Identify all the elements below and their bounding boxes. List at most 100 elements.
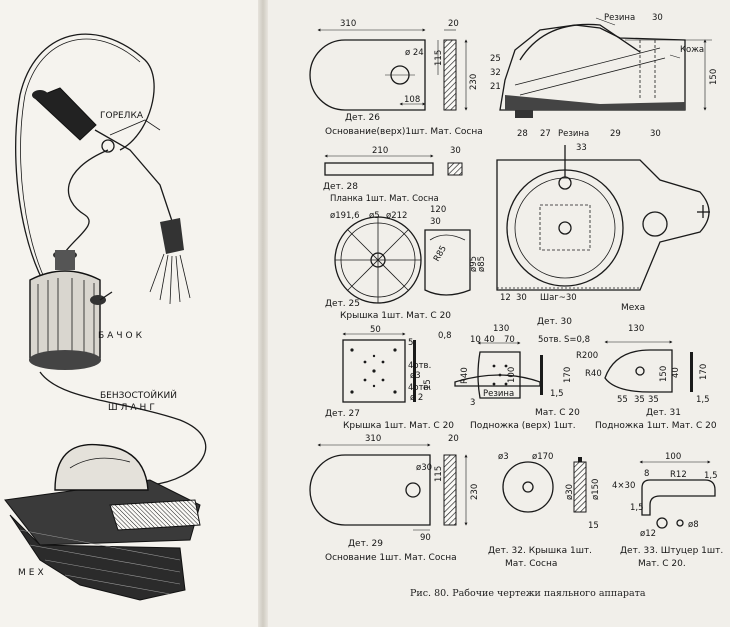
det27-dim-15: 15 — [423, 379, 433, 390]
det31-drawing: 130 R40 55 35 35 150 40 170 1,5 Дет. 31 … — [585, 324, 717, 431]
assembly-dim-32: 32 — [490, 68, 501, 78]
det31-dim-35a: 35 — [634, 395, 645, 405]
det25-d5: ø5 — [369, 211, 380, 221]
det31-r40: R40 — [585, 369, 602, 379]
det27-d3: ø3 — [410, 371, 421, 381]
det32-d150: ø150 — [591, 479, 601, 500]
assembly-kozha: Кожа — [680, 45, 704, 55]
det27-drawing: 50 0,8 5 4отв. ø3 4отв. ø 2 15 Дет. 27 К… — [325, 325, 454, 431]
det30-drawing: 33 12 30 Шаг~30 Меха Дет. 30 — [496, 143, 710, 327]
det29-dim-20: 20 — [448, 434, 459, 444]
podn-top-dim-3: 3 — [470, 398, 475, 408]
det25-d95: ø95 — [469, 256, 479, 272]
det29-dim-230: 230 — [470, 484, 480, 500]
det33-dim-100: 100 — [665, 452, 681, 462]
assembly-dim-30-top: 30 — [652, 13, 663, 23]
det25-d85: ø85 — [477, 256, 487, 272]
det32-d170: ø170 — [532, 452, 553, 462]
det26-dim-20: 20 — [448, 19, 459, 29]
det27-holes-b: 4отв. — [408, 383, 431, 393]
det25-d212: ø212 — [386, 211, 407, 221]
det25-label: Дет. 25 — [325, 299, 360, 309]
det33-r12: R12 — [670, 470, 687, 480]
podn-top-holes: 5отв. S=0,8 — [538, 335, 590, 345]
det26-dim-230: 230 — [469, 74, 479, 90]
det31-dim-150: 150 — [659, 366, 669, 382]
assembly-part-27: 27 — [540, 129, 551, 139]
det31-label: Дет. 31 — [646, 408, 681, 418]
podn-top-dim-15: 1,5 — [550, 389, 564, 399]
det32-d3: ø3 — [498, 452, 509, 462]
soldering-apparatus-illustration: ГОРЕЛКА БАЧОК БЕНЗОСТОЙКИЙ ШЛАНГ МЕХ — [4, 33, 207, 601]
det32-title: Дет. 32. Крышка 1шт. — [488, 546, 592, 556]
det32-dim-15: 15 — [588, 521, 599, 531]
hose-label-line1: БЕНЗОСТОЙКИЙ — [100, 389, 177, 401]
assembly-part-30: 30 — [650, 129, 661, 139]
assembly-part-29: 29 — [610, 129, 621, 139]
podn-top-material: Мат. С 20 — [535, 408, 580, 418]
det33-title: Дет. 33. Штуцер 1шт. — [620, 546, 723, 556]
assembly-dim-25: 25 — [490, 54, 501, 64]
det31-dim-170: 170 — [699, 364, 709, 380]
det29-drawing: 310 20 ø30 230 115 90 Дет. 29 Основание … — [309, 434, 480, 563]
burner-tube — [94, 129, 176, 231]
det32-drawing: ø3 ø170 ø150 ø30 15 Дет. 32. Крышка 1шт.… — [488, 452, 601, 569]
det26-dim-115: 115 — [434, 50, 444, 66]
det30-dim-30: 30 — [516, 293, 527, 303]
assembly-part-28: 28 — [517, 129, 528, 139]
det25-d191: ø191,6 — [330, 211, 360, 221]
det25-drawing: ø191,6 ø5 ø212 120 30 R85 ø95 ø85 Дет. 2… — [325, 205, 487, 321]
det28-dim-30: 30 — [450, 146, 461, 156]
assembly-dim-150: 150 — [709, 69, 719, 85]
det33-drawing: 100 R12 4×30 8 1,5 1,5 ø12 ø8 Дет. 33. Ш… — [612, 452, 723, 569]
bellows-label: МЕХ — [18, 568, 47, 578]
det30-part-33: 33 — [576, 143, 587, 153]
det26-dim-310: 310 — [340, 19, 356, 29]
podn-top-dim-40: 40 — [484, 335, 495, 345]
podn-top-dim-170: 170 — [563, 367, 573, 383]
det29-title: Основание 1шт. Мат. Сосна — [325, 553, 457, 563]
det25-title: Крышка 1шт. Мат. С 20 — [340, 311, 451, 321]
assembly-rezina-top: Резина — [604, 13, 635, 23]
det29-label: Дет. 29 — [348, 539, 383, 549]
det26-dim-108: 108 — [404, 95, 420, 105]
det27-d2: ø 2 — [410, 393, 423, 403]
det31-dim-130: 130 — [628, 324, 644, 334]
det25-r85: R85 — [432, 244, 449, 263]
det30-dim-12: 12 — [500, 293, 511, 303]
hose-label-line2: ШЛАНГ — [108, 403, 158, 413]
fuel-tank — [29, 250, 113, 370]
det31-title: Подножка 1шт. Мат. С 20 — [595, 421, 717, 431]
hose-loop — [15, 33, 155, 319]
det26-dim-d24: ø 24 — [405, 48, 424, 58]
det33-d12: ø12 — [640, 529, 656, 539]
det26-title: Основание(верх)1шт. Мат. Сосна — [325, 127, 483, 137]
det33-dim-15a: 1,5 — [704, 471, 718, 481]
det28-drawing: 210 30 Дет. 28 Планка 1шт. Мат. Сосна — [323, 146, 463, 204]
det29-dim-90: 90 — [420, 533, 431, 543]
det33-dim-8: 8 — [644, 469, 649, 479]
det30-shag: Шаг~30 — [540, 293, 577, 303]
det28-label: Дет. 28 — [323, 182, 358, 192]
assembly-rezina-bottom: Резина — [558, 129, 589, 139]
det25-dim-30: 30 — [430, 217, 441, 227]
det27-dim-50: 50 — [370, 325, 381, 335]
det32-d30: ø30 — [565, 484, 575, 500]
det29-d30: ø30 — [416, 463, 432, 473]
podn-top-r200: R200 — [576, 351, 598, 361]
det28-dim-210: 210 — [372, 146, 388, 156]
det27-dim-08: 0,8 — [438, 331, 452, 341]
figure-caption: Рис. 80. Рабочие чертежи паяльного аппар… — [410, 588, 646, 599]
det28-title: Планка 1шт. Мат. Сосна — [330, 194, 439, 204]
det33-dim-4x30: 4×30 — [612, 481, 635, 491]
det33-material: Мат. С 20. — [638, 559, 686, 569]
podn-top-title: Подножка (верх) 1шт. — [470, 421, 576, 431]
det27-label: Дет. 27 — [325, 409, 360, 419]
podn-top-rezina: Резина — [483, 389, 514, 399]
assembly-dim-21: 21 — [490, 82, 501, 92]
podn-top-dim-130: 130 — [493, 324, 509, 334]
bellows — [4, 443, 201, 601]
podn-top-dim-70: 70 — [504, 335, 515, 345]
det26-drawing: 310 20 ø 24 230 115 108 Дет. 26 Основани… — [309, 19, 483, 137]
